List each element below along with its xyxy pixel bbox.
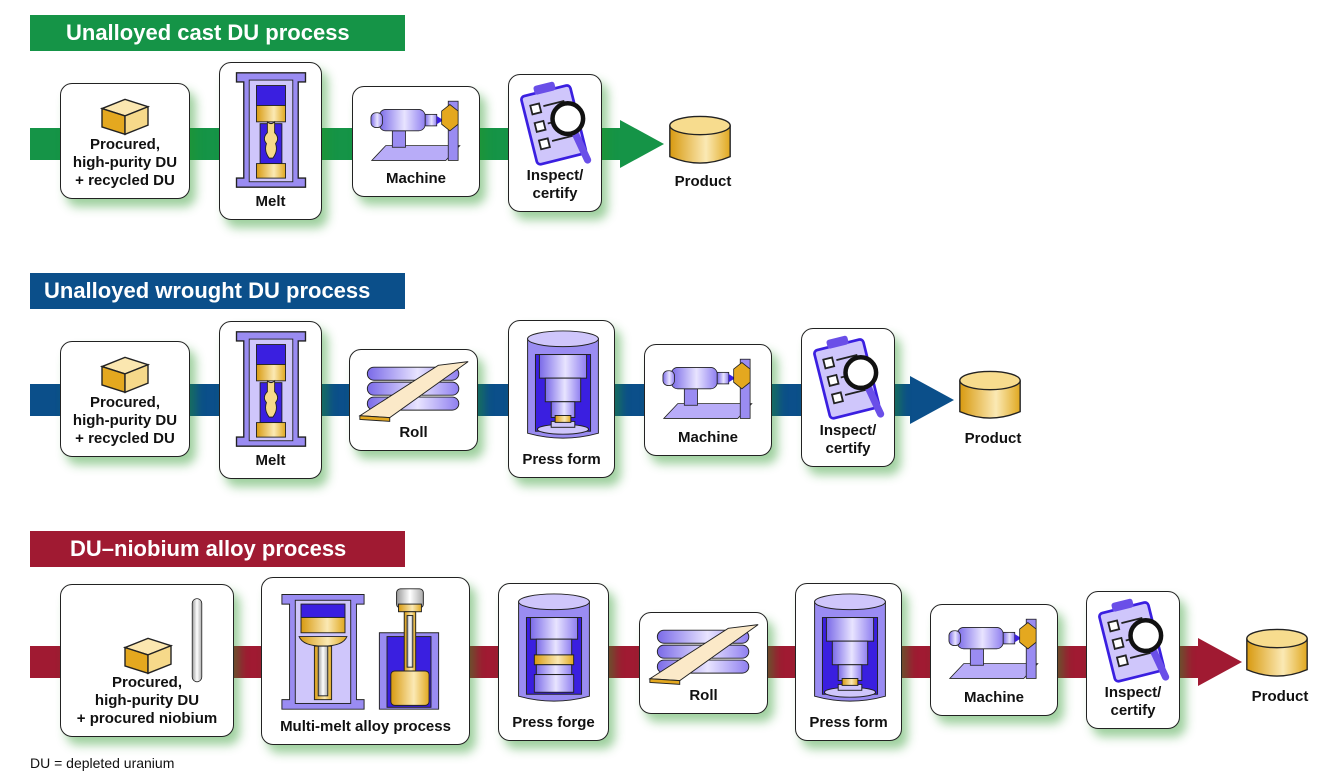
step-label: Press forge	[512, 714, 595, 731]
step-label: Procured, high-purity DU + procured niob…	[76, 674, 218, 727]
rolling-mill-icon	[646, 619, 762, 689]
product-cylinder-icon	[958, 368, 1022, 426]
product-label: Product	[674, 173, 732, 190]
step-inspect: Inspect/ certify	[1086, 591, 1180, 729]
press-icon	[810, 590, 890, 708]
melt-furnace-icon	[229, 330, 313, 448]
step-inspect: Inspect/ certify	[801, 328, 895, 467]
step-machine: Machine	[644, 344, 772, 456]
step-label: Machine	[677, 429, 738, 446]
step-machine: Machine	[352, 86, 480, 197]
du-block-icon	[96, 350, 154, 396]
step-label: Procured, high-purity DU + recycled DU	[72, 136, 178, 189]
product-cylinder-icon	[1245, 626, 1309, 684]
melt-furnace-icon	[229, 71, 313, 189]
product-cast: Product	[668, 113, 732, 190]
rolling-mill-icon	[356, 356, 472, 426]
multi-melt-icon	[280, 586, 452, 712]
lathe-icon	[941, 611, 1049, 685]
product-wrought: Product	[958, 368, 1022, 447]
product-label: Product	[964, 430, 1022, 447]
press-icon	[523, 327, 603, 445]
step-multi-melt: Multi-melt alloy process	[261, 577, 470, 745]
clipboard-magnifier-icon	[1097, 596, 1173, 686]
step-label: Machine	[963, 689, 1024, 706]
product-label: Product	[1251, 688, 1309, 705]
step-procure-alloy: Procured, high-purity DU + procured niob…	[60, 584, 234, 737]
step-label: Inspect/ certify	[1104, 684, 1162, 719]
footnote: DU = depleted uranium	[30, 755, 175, 771]
process-title-wrought: Unalloyed wrought DU process	[30, 273, 405, 309]
step-melt: Melt	[219, 321, 322, 479]
step-label: Multi-melt alloy process	[280, 718, 451, 735]
flow-arrowhead-alloy	[1198, 638, 1242, 686]
step-machine: Machine	[930, 604, 1058, 716]
step-press-forge: Press forge	[498, 583, 609, 741]
step-label: Press form	[522, 451, 601, 468]
du-block-icon	[96, 92, 154, 138]
process-title-alloy: DU–niobium alloy process	[30, 531, 405, 567]
step-label: Roll	[399, 424, 428, 441]
clipboard-magnifier-icon	[519, 79, 595, 169]
step-label: Inspect/ certify	[526, 167, 584, 202]
step-procure: Procured, high-purity DU + recycled DU	[60, 341, 190, 457]
step-label: Melt	[255, 193, 286, 210]
step-press-form: Press form	[795, 583, 902, 741]
process-title-cast: Unalloyed cast DU process	[30, 15, 405, 51]
product-alloy: Product	[1245, 626, 1309, 705]
press-forge-icon	[514, 590, 594, 708]
step-procure: Procured, high-purity DU + recycled DU	[60, 83, 190, 199]
step-label: Inspect/ certify	[819, 422, 877, 457]
step-melt: Melt	[219, 62, 322, 220]
du-block-icon	[119, 631, 177, 677]
step-inspect: Inspect/ certify	[508, 74, 602, 212]
step-label: Press form	[809, 714, 888, 731]
flow-arrowhead-wrought	[910, 376, 954, 424]
step-label: Procured, high-purity DU + recycled DU	[72, 394, 178, 447]
lathe-icon	[363, 93, 471, 167]
product-cylinder-icon	[668, 113, 732, 171]
step-label: Melt	[255, 452, 286, 469]
step-roll: Roll	[349, 349, 478, 451]
step-label: Roll	[689, 687, 718, 704]
step-press-form: Press form	[508, 320, 615, 478]
step-roll: Roll	[639, 612, 768, 714]
clipboard-magnifier-icon	[812, 333, 888, 423]
flow-arrowhead-cast	[620, 120, 664, 168]
lathe-icon	[655, 351, 763, 425]
step-label: Machine	[385, 170, 446, 187]
